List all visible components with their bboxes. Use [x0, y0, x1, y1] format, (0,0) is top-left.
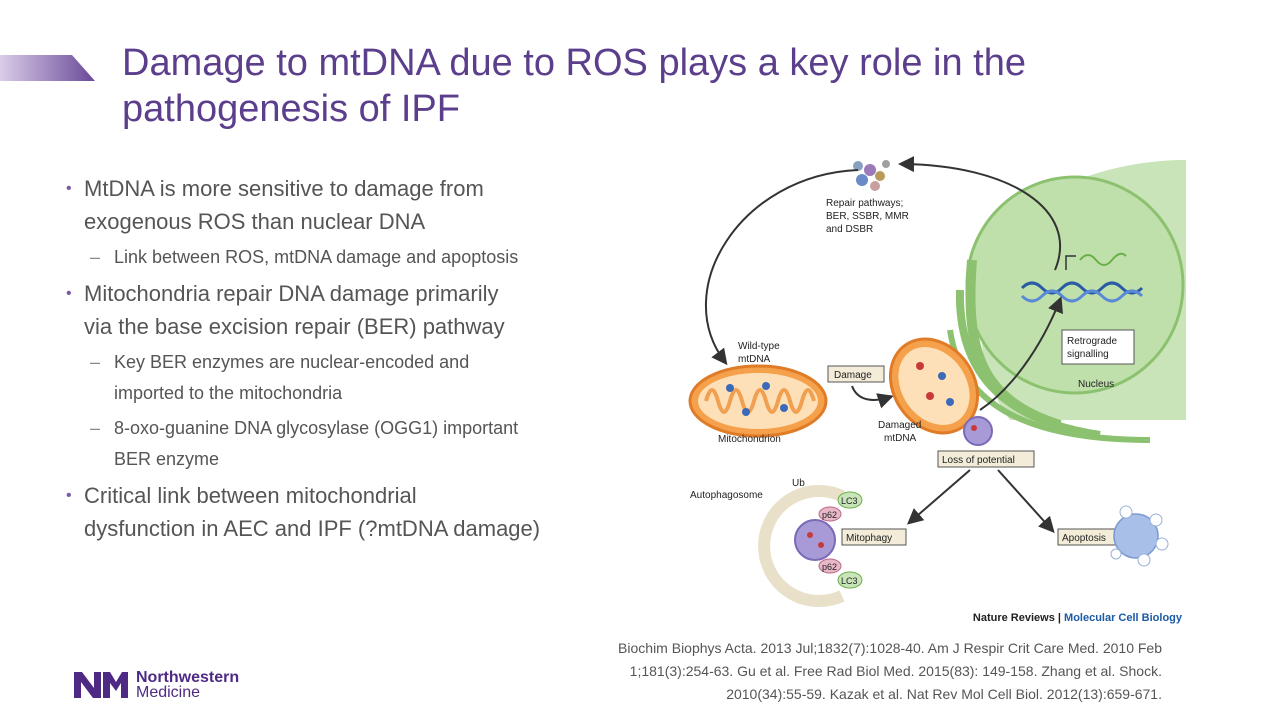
retrograde-label-2: signalling [1067, 349, 1109, 360]
ub-label: Ub [792, 478, 805, 489]
repair-label-2: BER, SSBR, MMR [826, 211, 909, 222]
credit-section: Molecular Cell Biology [1064, 612, 1182, 624]
damaged-mitochondrion [888, 337, 980, 435]
nm-logo-mark [74, 672, 128, 698]
bullet-2: • Mitochondria repair DNA damage primari… [64, 277, 634, 343]
bullet-3-line-1: Critical link between mitochondrial [84, 483, 417, 508]
apoptosis-label: Apoptosis [1062, 533, 1106, 544]
lc3-bottom [837, 571, 863, 589]
sub-bullet-2-2-line-1: 8-oxo-guanine DNA glycosylase (OGG1) imp… [114, 418, 519, 438]
mitochondrion-label: Mitochondrion [718, 434, 781, 445]
damage-box [827, 365, 885, 383]
credit-separator: | [1057, 612, 1061, 624]
loss-box [937, 450, 1035, 468]
mitophagy-box [841, 528, 907, 546]
dna-helix [1020, 252, 1144, 303]
repair-label-1: Repair pathways; [826, 198, 903, 209]
citation-line-2: 1;181(3):254-63. Gu et al. Free Rad Biol… [629, 663, 1162, 679]
mitophagy-diagram: Repair pathways; BER, SSBR, MMR and DSBR… [688, 156, 1186, 607]
autophagosome [758, 485, 845, 607]
logo-line-2: Medicine [136, 684, 201, 701]
bullet-list: • MtDNA is more sensitive to damage from… [64, 172, 634, 549]
sub-bullet-1-1: – Link between ROS, mtDNA damage and apo… [64, 242, 634, 273]
citation-line-1: Biochim Biophys Acta. 2013 Jul;1832(7):1… [618, 640, 1162, 656]
retrograde-box [1061, 329, 1135, 365]
p62-top-label: p62 [822, 510, 837, 520]
sub-bullet-2-1-line-1: Key BER enzymes are nuclear-encoded and [114, 352, 470, 372]
title-line-1: Damage to mtDNA due to ROS plays a key r… [122, 42, 1026, 84]
sub-bullet-1-1-text: Link between ROS, mtDNA damage and apopt… [114, 247, 519, 267]
depolarized-mitochondrion [963, 416, 993, 446]
repair-protein-icon [853, 160, 890, 191]
sub-bullet-dash: – [90, 418, 101, 438]
sub-bullet-2-2: – 8-oxo-guanine DNA glycosylase (OGG1) i… [64, 413, 634, 475]
wildtype-mitochondrion [688, 364, 828, 438]
damaged-label-1: Damaged [878, 420, 921, 431]
figure-credit: Nature Reviews | Molecular Cell Biology [973, 612, 1182, 624]
loss-label: Loss of potential [942, 455, 1015, 466]
sub-bullet-dash: – [90, 352, 101, 372]
lc3-top [837, 491, 863, 509]
credit-journal: Nature Reviews [972, 612, 1055, 624]
wildtype-label-2: mtDNA [738, 354, 771, 365]
apoptotic-cell [1110, 505, 1169, 567]
sub-bullet-dash: – [90, 247, 101, 267]
retrograde-label-1: Retrograde [1067, 336, 1117, 347]
citation-block: Biochim Biophys Acta. 2013 Jul;1832(7):1… [500, 637, 1162, 706]
bullet-dot: • [66, 180, 72, 197]
lc3-top-label: LC3 [841, 496, 858, 506]
bullet-3: • Critical link between mitochondrial dy… [64, 479, 634, 545]
arrow-retrograde [979, 296, 1063, 411]
p62-bottom [818, 558, 842, 574]
bullet-dot: • [66, 285, 72, 302]
bullet-1-line-1: MtDNA is more sensitive to damage from [84, 176, 484, 201]
repair-label-3: and DSBR [826, 224, 873, 235]
bullet-1-line-2: exogenous ROS than nuclear DNA [84, 209, 426, 234]
sub-bullet-2-2-line-2: BER enzyme [114, 449, 220, 469]
slide-title: Damage to mtDNA due to ROS plays a key r… [122, 40, 1182, 132]
bullet-2-line-2: via the base excision repair (BER) pathw… [84, 314, 505, 339]
damaged-label-2: mtDNA [884, 433, 917, 444]
bullet-1: • MtDNA is more sensitive to damage from… [64, 172, 634, 238]
bullet-3-line-2: dysfunction in AEC and IPF (?mtDNA damag… [84, 516, 541, 541]
autophagosome-label: Autophagosome [690, 490, 763, 501]
title-line-2: pathogenesis of IPF [122, 88, 460, 130]
sub-bullet-2-1-line-2: imported to the mitochondria [114, 383, 343, 403]
p62-bottom-label: p62 [822, 562, 837, 572]
damaged-dna-dot [971, 425, 977, 431]
p62-top [818, 506, 842, 522]
arrow-damage [851, 385, 894, 409]
citation-line-3: 2010(34):55-59. Kazak et al. Nat Rev Mol… [726, 686, 1162, 702]
logo-text: Northwestern Medicine [136, 669, 240, 701]
logo-line-1: Northwestern [136, 669, 240, 686]
sub-bullet-2-1: – Key BER enzymes are nuclear-encoded an… [64, 347, 634, 409]
arrow-loop-left [705, 169, 859, 366]
mitophagy-label: Mitophagy [846, 533, 892, 544]
damage-label: Damage [834, 370, 872, 381]
arrow-to-apoptosis [997, 469, 1055, 533]
bullet-2-line-1: Mitochondria repair DNA damage primarily [84, 281, 499, 306]
lc3-bottom-label: LC3 [841, 576, 858, 586]
bullet-dot: • [66, 487, 72, 504]
accent-bar [0, 55, 95, 81]
nucleus-label: Nucleus [1078, 379, 1114, 390]
northwestern-medicine-logo: Northwestern Medicine [74, 668, 284, 702]
arrow-loop-top [898, 156, 1061, 271]
arrow-to-mitophagy [906, 469, 971, 525]
wildtype-label-1: Wild-type [738, 341, 780, 352]
